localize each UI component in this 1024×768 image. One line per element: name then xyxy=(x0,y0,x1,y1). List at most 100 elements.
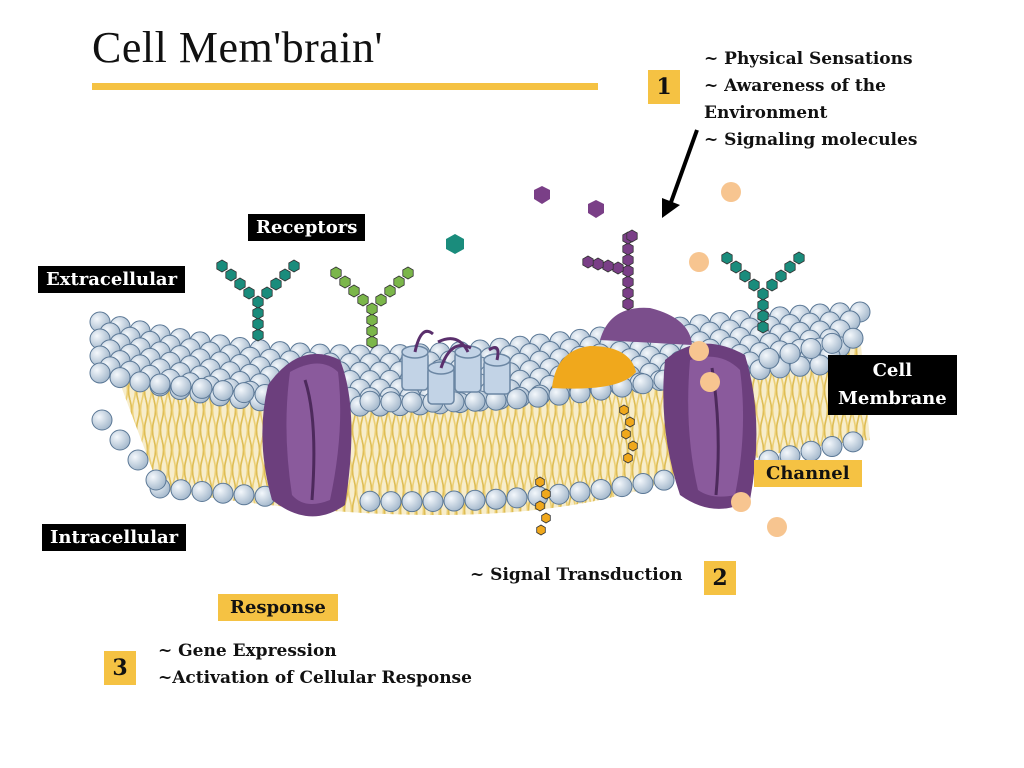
lipid-head xyxy=(842,327,864,349)
channel-protein-right xyxy=(663,343,757,509)
lipid-head xyxy=(109,367,131,389)
molecule-bead xyxy=(402,266,414,280)
lipid-head xyxy=(611,476,633,498)
lipid-head xyxy=(91,409,113,431)
lipid-head xyxy=(129,371,151,393)
receptors-label: Receptors xyxy=(248,214,366,241)
molecule-bead xyxy=(252,295,264,309)
molecule-bead xyxy=(384,284,396,298)
lipid-head xyxy=(632,373,654,395)
lipid-head xyxy=(800,337,822,359)
teal-molecule xyxy=(446,234,464,254)
lipid-head xyxy=(464,390,486,412)
step-3-line: ~ Gene Expression xyxy=(158,641,337,661)
lipid-head xyxy=(191,377,213,399)
molecule-bead xyxy=(622,253,634,267)
lipid-head xyxy=(590,478,612,500)
lipid-head xyxy=(548,483,570,505)
lipid-head xyxy=(758,347,780,369)
molecule-bead xyxy=(375,293,387,307)
lipid-head xyxy=(821,332,843,354)
purple-molecule xyxy=(588,200,604,218)
molecule-bead xyxy=(628,440,638,452)
molecule-bead xyxy=(757,298,769,312)
orange-molecule xyxy=(700,372,720,392)
molecule-bead xyxy=(582,255,594,269)
molecule-bead xyxy=(330,266,342,280)
lipid-head xyxy=(527,386,549,408)
step-3-notes: ~ Gene Expression ~Activation of Cellula… xyxy=(158,638,472,692)
lipid-head xyxy=(149,373,171,395)
molecule-bead xyxy=(757,287,769,301)
purple-molecule xyxy=(534,186,550,204)
orange-molecule xyxy=(689,341,709,361)
lipid-head xyxy=(380,491,402,513)
molecule-bead xyxy=(366,313,378,327)
lipid-head xyxy=(233,382,255,404)
molecule-bead xyxy=(252,306,264,320)
lipid-head xyxy=(464,489,486,511)
extracellular-label: Extracellular xyxy=(38,266,186,293)
molecule-bead xyxy=(612,261,624,275)
molecule-bead xyxy=(622,286,634,300)
molecule-bead xyxy=(252,328,264,342)
molecule-bead xyxy=(757,320,769,334)
lipid-head xyxy=(800,440,822,462)
molecule-bead xyxy=(270,277,282,291)
step-2-text: ~ Signal Transduction xyxy=(470,565,683,585)
orange-molecule xyxy=(721,182,741,202)
molecule-bead xyxy=(739,269,751,283)
peripheral-protein-orange xyxy=(552,346,636,389)
lipid-head xyxy=(127,449,149,471)
lipid-head xyxy=(145,469,167,491)
molecule-bead xyxy=(793,251,805,265)
lipid-head xyxy=(779,342,801,364)
molecule-bead xyxy=(623,452,633,464)
molecule-bead xyxy=(261,286,273,300)
signaling-molecules xyxy=(446,182,787,537)
ion-channel-cluster xyxy=(401,329,511,405)
molecule-bead xyxy=(216,259,228,273)
lipid-head xyxy=(359,390,381,412)
lipid-head xyxy=(422,490,444,512)
step-1-line: ~ Physical Sensations xyxy=(704,49,913,69)
molecule-bead xyxy=(621,428,631,440)
lipid-head xyxy=(170,479,192,501)
molecule-bead xyxy=(252,317,264,331)
molecule-bead xyxy=(626,229,638,243)
molecule-bead xyxy=(748,278,760,292)
molecule-bead xyxy=(541,512,551,524)
step-2-badge: 2 xyxy=(704,561,736,595)
molecule-bead xyxy=(366,324,378,338)
lipid-head xyxy=(506,487,528,509)
molecule-bead xyxy=(348,284,360,298)
lipid-head xyxy=(821,436,843,458)
step-1-badge: 1 xyxy=(648,70,680,104)
molecule-bead xyxy=(535,500,545,512)
cell-membrane-label: Cell Membrane xyxy=(828,355,957,415)
molecule-bead xyxy=(766,278,778,292)
molecule-bead xyxy=(592,257,604,271)
molecule-bead xyxy=(730,260,742,274)
lipid-head xyxy=(401,491,423,513)
molecule-bead xyxy=(775,269,787,283)
lipid-head xyxy=(191,481,213,503)
signal-chain-lower xyxy=(535,476,551,536)
orange-molecule xyxy=(689,252,709,272)
lipid-head xyxy=(632,473,654,495)
lipid-head xyxy=(569,481,591,503)
molecule-bead xyxy=(541,488,551,500)
channel-label: Channel xyxy=(754,460,862,487)
response-label: Response xyxy=(218,594,338,621)
arrow-icon xyxy=(662,129,699,218)
molecule-bead xyxy=(366,335,378,349)
orange-molecule xyxy=(731,492,751,512)
lipid-head xyxy=(653,469,675,491)
receptor-teal-right xyxy=(721,251,805,334)
step-3-badge: 3 xyxy=(104,651,136,685)
lipid-head xyxy=(443,490,465,512)
orange-molecule xyxy=(767,517,787,537)
step-1-line: ~ Signaling molecules xyxy=(704,130,918,150)
lipid-head xyxy=(485,488,507,510)
